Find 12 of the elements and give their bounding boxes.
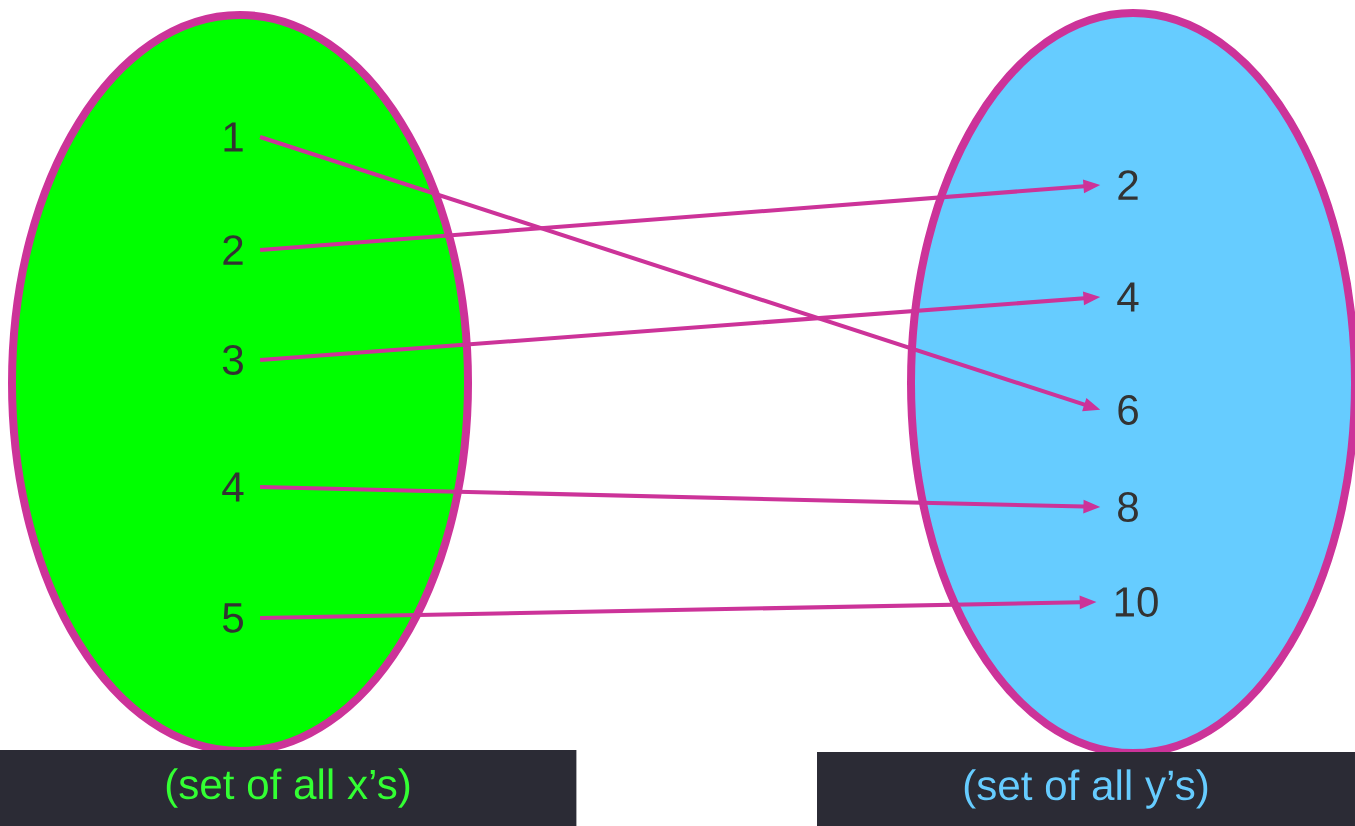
- set-element: 8: [1118, 492, 1138, 522]
- set-element: 10: [1115, 587, 1158, 617]
- set-element: 2: [1118, 170, 1138, 200]
- set-element: 1: [224, 122, 243, 152]
- set-element: 2: [223, 235, 243, 265]
- set-element: 4: [1117, 282, 1139, 312]
- caption-bar: (set of all y’s): [817, 752, 1355, 826]
- caption-bar: (set of all x’s): [0, 750, 577, 826]
- set-element: 3: [222, 345, 243, 375]
- set-element: 5: [222, 603, 243, 633]
- set-element: 4: [222, 472, 244, 502]
- set-element: 6: [1118, 395, 1138, 425]
